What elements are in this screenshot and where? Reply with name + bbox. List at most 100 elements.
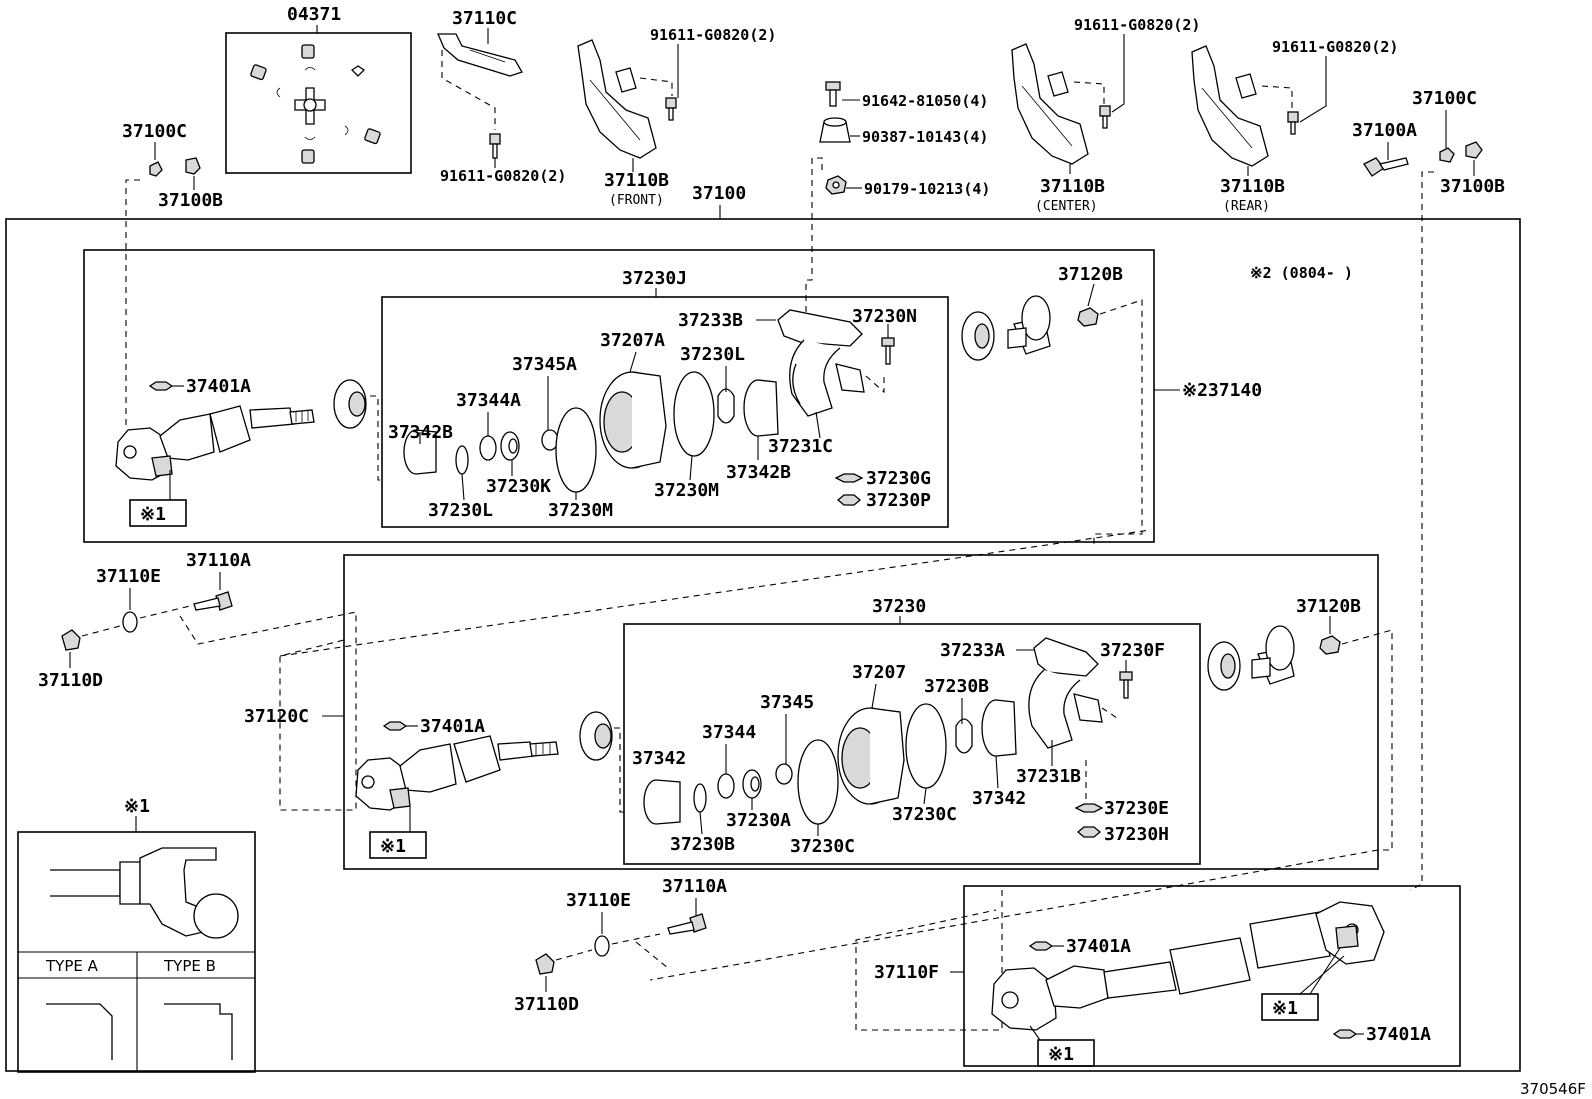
legend-type-b: TYPE B [163,957,216,975]
mid-bolt-label: 37110A [186,550,251,571]
lower-shaft-frame [343,554,1379,870]
upper-note: ※2 (0804- ) [1250,264,1353,282]
bolt-rear-icon [1287,111,1299,135]
low-bolt-icon [667,913,707,935]
lower-37345-label: 37345 [760,692,814,713]
cushion-label: 90387-10143(4) [862,128,988,146]
upper-flange-icon [961,295,1051,361]
upper-37207a-label: 37207A [600,330,665,351]
upper-shaft-assy-label: ※237140 [1182,380,1262,401]
low-washer-icon [594,935,610,957]
lower-37231b-label: 37231B [1016,766,1081,787]
upper-37401a-label: 37401A [186,376,251,397]
lower-37230c-right-label: 37230C [892,804,957,825]
bracket-c-dash [441,50,496,130]
lower-37230a-label: 37230A [726,810,791,831]
lower-37230h-icon [1076,826,1102,838]
low-washer-label: 37110E [566,890,631,911]
lower-37233a-label: 37233A [940,640,1005,661]
rear-37401a-bottom-icon [1332,1029,1358,1039]
main-assembly-label: 37100 [692,183,746,204]
rear-yoke-note-a-box [1037,1039,1095,1067]
upper-37230l-top-label: 37230L [680,344,745,365]
lower-yoke-note-box [369,831,427,859]
bolt-center-icon [1099,105,1111,129]
cushion-icon [819,117,851,143]
bracket-center-icon [1011,43,1089,165]
bracket-front-icon [577,39,657,159]
bolt-front-icon [665,97,677,121]
mid-washer-label: 37110E [96,566,161,587]
rear-37401a-top-icon [1028,941,1054,951]
upper-bearing-frame [381,296,949,528]
rear-yoke-note-b: ※1 [1272,998,1298,1019]
lower-bearing-frame [623,623,1201,865]
bracket-rear-icon [1191,45,1269,167]
right-bolt-icon [1363,157,1409,177]
bracket-rear-label: 37110B [1220,176,1285,197]
upper-37231c-label: 37231C [768,436,833,457]
bracket-center-label: 37110B [1040,176,1105,197]
legend-yoke-icon [50,847,239,939]
lower-37401a-label: 37401A [420,716,485,737]
upper-37342b-right-label: 37342B [726,462,791,483]
bolt-9164-label: 91642-81050(4) [862,92,988,110]
upper-propeller-shaft-icon [115,405,315,481]
lower-support-bracket-icon [1028,637,1103,749]
lower-flange-label: 37120B [1296,596,1361,617]
front-caption: (FRONT) [609,193,664,208]
upper-yoke-note: ※1 [140,504,166,525]
upper-37230n-icon [881,337,895,365]
upper-shaft-frame [83,249,1155,543]
upper-37230p-label: 37230P [866,490,931,511]
upper-support-bracket-icon [777,309,865,417]
left-washer-icon [149,161,163,177]
lower-37230f-icon [1119,671,1133,699]
lower-flange-icon [1207,625,1295,691]
lower-37230b-bottom-label: 37230B [670,834,735,855]
mid-bolt-icon [193,591,233,611]
legend-type-a: TYPE A [45,957,99,975]
lower-propeller-shaft-icon [355,735,559,811]
left-37100c-label: 37100C [122,121,187,142]
upper-37230m-right-label: 37230M [654,480,719,501]
upper-37342b-left-label: 37342B [388,422,453,443]
bolt-91642-icon [825,81,841,107]
kit-label: 04371 [287,4,341,25]
lower-shaft-assy-label: 37120C [244,706,309,727]
upper-37230g-label: 37230G [866,468,931,489]
rear-assembly-label: 37110F [874,962,939,983]
lower-37401a-icon [382,721,408,731]
rear-propeller-shaft-icon [991,901,1385,1031]
bracket-front-label: 37110B [604,170,669,191]
lower-37230e-icon [1074,803,1104,813]
upper-37344a-label: 37344A [456,390,521,411]
lower-37230h-label: 37230H [1104,824,1169,845]
mid-washer-icon [122,611,138,633]
upper-dust-cover-icon [333,379,367,429]
bolt-front-label: 91611-G0820(2) [650,26,776,44]
lower-assembly-label: 37230 [872,596,926,617]
right-37100c-label: 37100C [1412,88,1477,109]
upper-37345a-label: 37345A [512,354,577,375]
legend-mark: ※1 [124,796,150,817]
lower-flange-nut-icon [1319,635,1341,655]
rear-shaft-frame [963,885,1461,1067]
left-nut-icon [185,157,201,175]
rear-caption: (REAR) [1223,199,1270,214]
bolt-center-label: 91611-G0820(2) [1074,16,1200,34]
bracket-37110c-icon [437,33,523,77]
rear-37401a-top-label: 37401A [1066,936,1131,957]
lower-37230f-label: 37230F [1100,640,1165,661]
lower-37344-label: 37344 [702,722,756,743]
lower-37230b-top-label: 37230B [924,676,989,697]
right-37100a-label: 37100A [1352,120,1417,141]
left-37100b-label: 37100B [158,190,223,211]
bolt-c-label: 91611-G0820(2) [440,167,566,185]
rear-yoke-note-b-box [1261,993,1319,1021]
lower-dust-cover-icon [579,711,613,761]
rear-37401a-bottom-label: 37401A [1366,1024,1431,1045]
upper-37401a-icon [148,381,174,391]
